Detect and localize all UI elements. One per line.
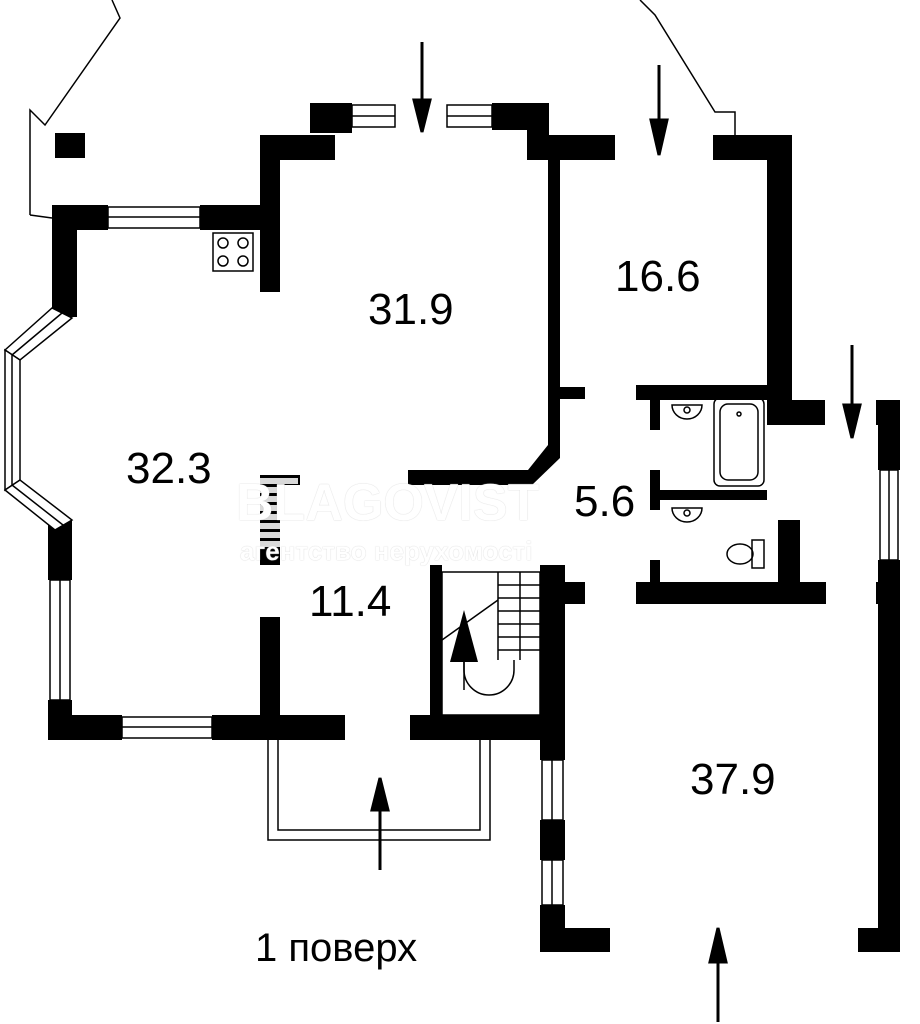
room-area-living: 31.9 [368,285,454,334]
room-area-garage: 37.9 [690,755,776,804]
sink-icon [671,404,703,523]
bathtub-icon [713,397,765,487]
arrow-up-icon [708,927,728,1022]
room-area-room-right-top: 16.6 [615,252,701,301]
column [55,133,85,158]
watermark-logo-icon [228,478,298,550]
watermark-brand: BLAGOVIST [236,474,540,532]
arrow-down-icon [649,65,669,156]
room-area-kitchen-dining: 32.3 [126,444,212,493]
watermark-tagline: агентство нерухомості [240,536,533,566]
room-area-hall: 11.4 [309,577,392,626]
stair-arrow-icon [450,610,478,662]
arrow-down-icon [842,345,862,439]
arrow-down-icon [412,42,432,133]
floor-label: 1 поверх [255,926,418,970]
arrow-up-icon [370,777,390,870]
windows [3,104,899,906]
outer-terrace-outline [29,0,736,219]
room-area-bathroom: 5.6 [574,477,636,526]
staircase [441,571,541,716]
entrance-arrows [370,42,862,1022]
toilet-icon [726,539,765,569]
stove-icon [212,232,254,272]
